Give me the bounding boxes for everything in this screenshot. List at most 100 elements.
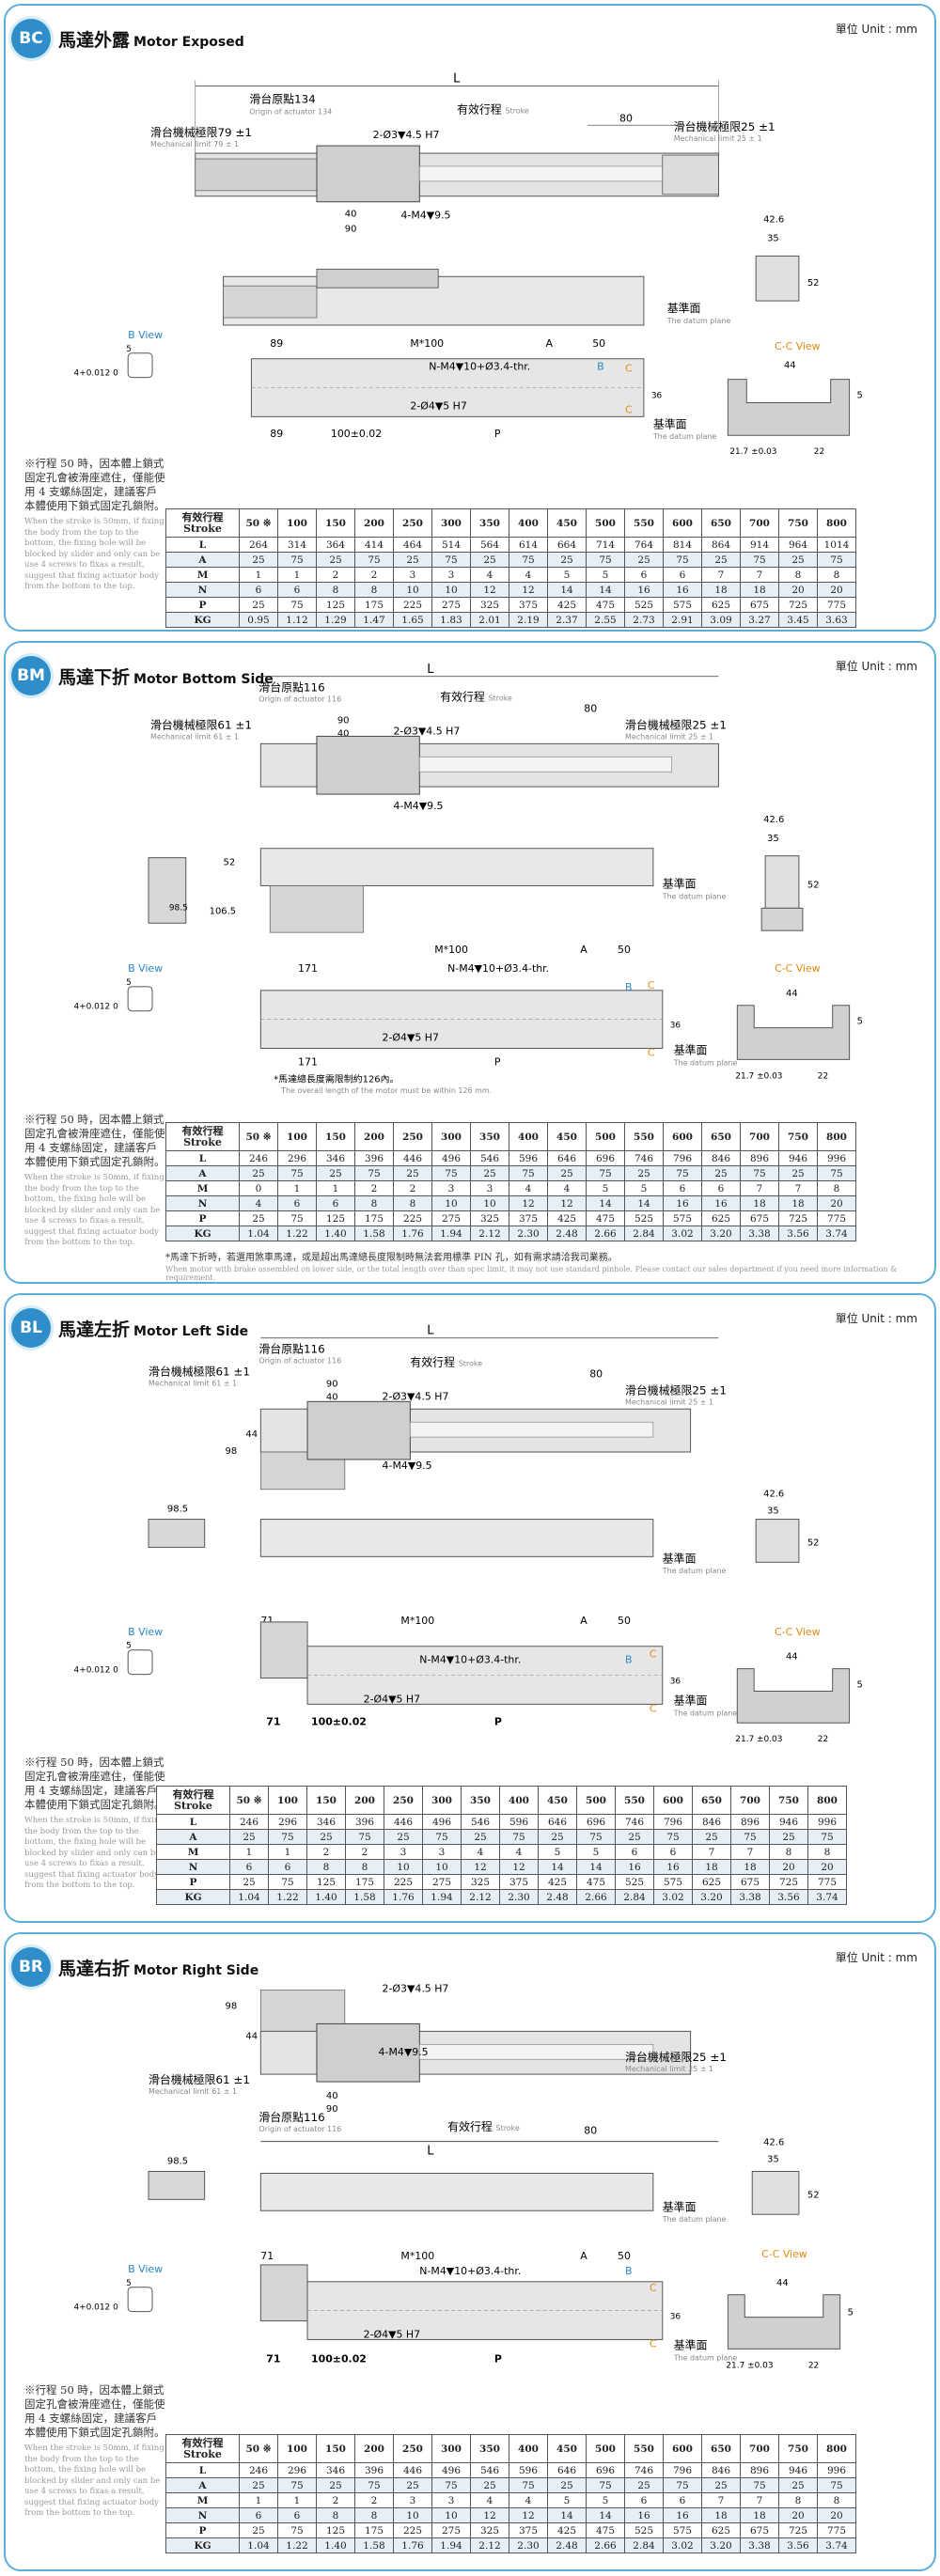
table-cell: 75 bbox=[431, 1165, 471, 1181]
table-cell: 75 bbox=[354, 552, 394, 568]
dim-21-7: 21.7 ±0.03 bbox=[735, 1071, 782, 1081]
table-cell: 8 bbox=[354, 1195, 394, 1211]
row-label: L bbox=[165, 537, 240, 553]
mech-limit-left-en: Mechanical limit 61 ± 1 bbox=[149, 1379, 237, 1387]
table-cell: 2 bbox=[354, 2492, 394, 2508]
datum-label-en: The datum plane bbox=[662, 2215, 727, 2224]
table-cell: 3.38 bbox=[740, 2537, 779, 2553]
table-cell: 675 bbox=[730, 1874, 770, 1890]
table-cell: 546 bbox=[470, 2462, 509, 2478]
stroke-col-header: 100 bbox=[277, 1122, 317, 1151]
stroke-col-header: 750 bbox=[778, 508, 818, 538]
dim-21-7: 21.7 ±0.03 bbox=[735, 1735, 782, 1744]
table-cell: 696 bbox=[576, 1814, 616, 1830]
table-cell: 5 bbox=[547, 567, 587, 583]
table-cell: 18 bbox=[701, 2507, 741, 2523]
table-cell: 3.09 bbox=[701, 612, 741, 628]
table-cell: 325 bbox=[470, 2522, 509, 2538]
table-cell: 964 bbox=[778, 537, 818, 553]
table-cell: 3.20 bbox=[692, 1889, 731, 1905]
table-cell: 25 bbox=[624, 552, 664, 568]
stroke-col-header: 600 bbox=[663, 1122, 702, 1151]
stroke-col-header: 100 bbox=[277, 2434, 317, 2463]
rail bbox=[419, 756, 673, 773]
actuator-side-view bbox=[259, 1519, 654, 1557]
table-cell: 314 bbox=[277, 537, 317, 553]
table-cell: 6 bbox=[277, 2507, 317, 2523]
table-cell: 746 bbox=[615, 1814, 654, 1830]
table-cell: 425 bbox=[547, 1210, 587, 1226]
table-cell: 4 bbox=[509, 2492, 548, 2508]
table-cell: 2 bbox=[354, 1180, 394, 1196]
table-cell: 3.02 bbox=[653, 1889, 693, 1905]
table-cell: 2.91 bbox=[663, 612, 702, 628]
table-cell: 275 bbox=[422, 1874, 462, 1890]
table-cell: 4 bbox=[499, 1844, 539, 1860]
table-cell: 25 bbox=[624, 1165, 664, 1181]
table-cell: 2 bbox=[354, 567, 394, 583]
pin-label: 2-Ø3▼4.5 H7 bbox=[383, 1983, 449, 1995]
pin-label: 2-Ø3▼4.5 H7 bbox=[383, 1390, 449, 1402]
table-cell: 1 bbox=[268, 1844, 307, 1860]
table-cell: 12 bbox=[509, 2507, 548, 2523]
b-view-drawing bbox=[127, 2287, 153, 2313]
table-cell: 25 bbox=[778, 552, 818, 568]
stroke-col-header: 750 bbox=[769, 1786, 808, 1815]
table-cell: 446 bbox=[384, 1814, 423, 1830]
dim-71: 71 bbox=[260, 2250, 274, 2262]
table-cell: 1.04 bbox=[239, 2537, 278, 2553]
table-cell: 664 bbox=[547, 537, 587, 553]
table-cell: 10 bbox=[431, 2507, 471, 2523]
table-cell: 0.95 bbox=[239, 612, 278, 628]
mech-limit-left-en: Mechanical limit 61 ± 1 bbox=[150, 732, 239, 741]
b-view-title: B View bbox=[128, 1626, 163, 1638]
stroke-col-header: 700 bbox=[730, 1786, 770, 1815]
table-cell: 12 bbox=[461, 1859, 500, 1875]
table-cell: 25 bbox=[769, 1829, 808, 1845]
mech-limit-right: 滑台機械極限25 ±1 bbox=[625, 2051, 727, 2064]
dim-80: 80 bbox=[584, 2125, 597, 2137]
table-cell: 75 bbox=[586, 552, 625, 568]
table-cell: 3.74 bbox=[817, 1226, 856, 1241]
table-cell: 20 bbox=[769, 1859, 808, 1875]
table-cell: 246 bbox=[239, 1150, 278, 1166]
dim-80: 80 bbox=[584, 703, 597, 715]
dim-100-tol: 100±0.02 bbox=[311, 1715, 367, 1727]
table-cell: 775 bbox=[807, 1874, 847, 1890]
table-cell: 12 bbox=[499, 1859, 539, 1875]
table-cell: 946 bbox=[778, 2462, 818, 2478]
table-cell: 8 bbox=[393, 1195, 432, 1211]
motor-end-view bbox=[148, 2171, 206, 2200]
dim-50: 50 bbox=[618, 944, 631, 956]
stroke-col-header: 400 bbox=[509, 2434, 548, 2463]
section-b-mark: B bbox=[625, 1654, 633, 1666]
table-cell: 3 bbox=[393, 2492, 432, 2508]
row-label: KG bbox=[165, 612, 240, 628]
dim-42-6: 42.6 bbox=[763, 2138, 784, 2148]
table-cell: 2.66 bbox=[586, 1226, 625, 1241]
table-cell: 6 bbox=[277, 1195, 317, 1211]
end-view-motor bbox=[760, 907, 804, 931]
table-cell: 75 bbox=[663, 1165, 702, 1181]
b-view-drawing bbox=[127, 1649, 153, 1676]
table-cell: 75 bbox=[354, 1165, 394, 1181]
row-label: M bbox=[156, 1844, 230, 1860]
table-cell: 18 bbox=[740, 582, 779, 598]
table-cell: 6 bbox=[277, 582, 317, 598]
mech-limit-right: 滑台機械極限25 ±1 bbox=[625, 718, 727, 731]
dim-p: P bbox=[494, 428, 501, 440]
dim-40: 40 bbox=[326, 2091, 338, 2101]
table-cell: 25 bbox=[316, 1165, 355, 1181]
motor-length-note-en: The overall length of the motor must be … bbox=[280, 1086, 492, 1095]
table-cell: 75 bbox=[817, 2477, 856, 2493]
stroke-col-header: 500 bbox=[586, 1122, 625, 1151]
